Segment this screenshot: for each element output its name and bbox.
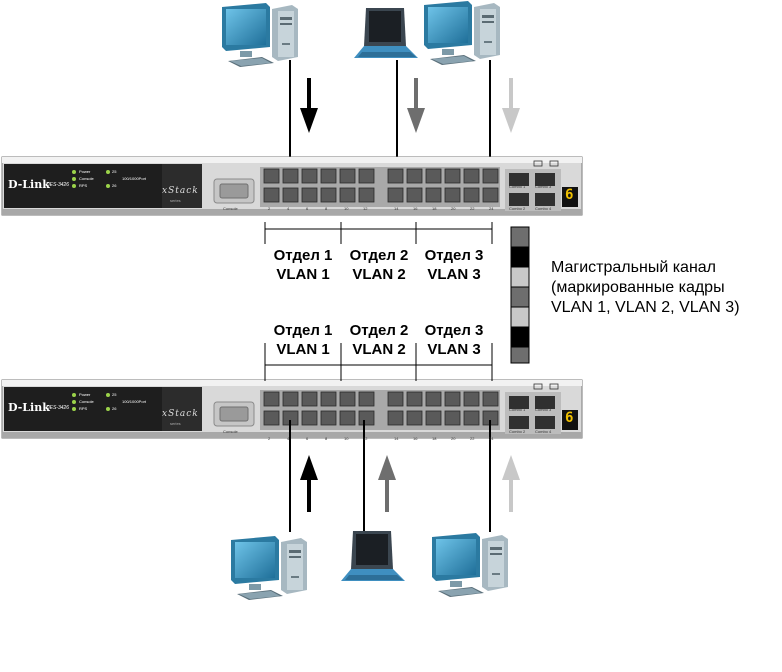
switch-bottom-brand: D-Link	[8, 401, 50, 414]
port-number: 12	[363, 206, 368, 211]
port-number: 2	[268, 206, 271, 211]
switch-top-model: DES-3426	[46, 182, 70, 188]
group-name: Отдел 2	[349, 322, 409, 339]
arrow-down-vlan3	[502, 78, 520, 133]
switch-top-series-sub: series	[170, 198, 181, 203]
switch-top-led-console: Console	[79, 176, 94, 181]
port-number: 18	[432, 436, 437, 441]
trunk-line-2: (маркированные кадры	[551, 279, 725, 296]
group-vlan: VLAN 1	[276, 341, 330, 358]
laptop-icon-bottom	[341, 531, 405, 581]
group-vlan: VLAN 2	[352, 266, 406, 283]
group-label-top-2: Отдел 2 VLAN 2	[341, 246, 417, 284]
port-number: 20	[451, 436, 456, 441]
group-label-bottom-1: Отдел 1 VLAN 1	[265, 321, 341, 359]
port-number: 8	[325, 436, 328, 441]
port-number: 12	[363, 436, 368, 441]
port-number: 4	[287, 436, 290, 441]
port-number: 6	[306, 206, 309, 211]
switch-bottom-model: DES-3426	[46, 405, 70, 411]
switch-top-series: xStack	[162, 186, 199, 196]
switch-top-combo3: Combo 3	[535, 184, 552, 189]
switch-bottom	[1, 379, 583, 439]
group-label-top-3: Отдел 3 VLAN 3	[416, 246, 492, 284]
switch-top-uplink-label: 100/1000Port	[122, 176, 147, 181]
pc-icon-top-right	[424, 1, 500, 65]
switch-bottom-console-label: Console	[223, 429, 238, 434]
group-name: Отдел 3	[424, 247, 484, 264]
laptop-icon-top	[354, 8, 418, 58]
port-number: 10	[344, 436, 349, 441]
switch-bottom-combo1: Combo 1	[509, 407, 526, 412]
arrow-up-vlan3	[502, 455, 520, 512]
arrow-down-vlan1	[300, 78, 318, 133]
port-number: 22	[470, 206, 475, 211]
group-vlan: VLAN 2	[352, 341, 406, 358]
trunk-line-3: VLAN 1, VLAN 2, VLAN 3)	[551, 299, 740, 316]
switch-top-combo4: Combo 4	[535, 206, 552, 211]
port-number: 20	[451, 206, 456, 211]
trunk-line-1: Магистральный канал	[551, 259, 717, 276]
switch-top-console-label: Console	[223, 206, 238, 211]
group-name: Отдел 2	[349, 247, 409, 264]
group-vlan: VLAN 1	[276, 266, 330, 283]
switch-top-combo1: Combo 1	[509, 184, 526, 189]
switch-bottom-led-rps: RPS	[79, 406, 88, 411]
port-number: 4	[287, 206, 290, 211]
vlan-bracket-bottom	[264, 343, 493, 381]
switch-top-combo2: Combo 2	[509, 206, 526, 211]
arrow-up-vlan2	[378, 455, 396, 512]
switch-bottom-stack-id: 6	[565, 410, 574, 426]
switch-bottom-combo2: Combo 2	[509, 429, 526, 434]
port-number: 10	[344, 206, 349, 211]
group-name: Отдел 1	[273, 322, 333, 339]
switch-bottom-series-sub: series	[170, 421, 181, 426]
port-number: 22	[470, 436, 475, 441]
pc-icon-bottom-right	[432, 533, 508, 597]
port-number: 14	[394, 436, 399, 441]
port-number: 24	[489, 206, 494, 211]
group-vlan: VLAN 3	[427, 341, 481, 358]
trunk-tagged-frames	[510, 226, 530, 364]
switch-bottom-led-console: Console	[79, 399, 94, 404]
group-label-bottom-3: Отдел 3 VLAN 3	[416, 321, 492, 359]
switch-bottom-series: xStack	[162, 409, 199, 419]
port-number: 16	[413, 206, 418, 211]
arrow-up-vlan1	[300, 455, 318, 512]
switch-top-led-26: 26	[112, 183, 117, 188]
port-number: 18	[432, 206, 437, 211]
pc-icon-top-left	[222, 3, 298, 67]
switch-top-led-25: 25	[112, 169, 117, 174]
port-number: 6	[306, 436, 309, 441]
switch-top-stack-id: 6	[565, 187, 574, 203]
vlan-bracket-top	[264, 222, 493, 244]
switch-top-brand: D-Link	[8, 178, 50, 191]
switch-bottom-led-26: 26	[112, 406, 117, 411]
switch-bottom-uplink-label: 100/1000Port	[122, 399, 147, 404]
group-vlan: VLAN 3	[427, 266, 481, 283]
switch-bottom-led-power: Power	[79, 392, 91, 397]
switch-top	[1, 156, 583, 216]
arrow-down-vlan2	[407, 78, 425, 133]
port-number: 14	[394, 206, 399, 211]
port-number: 8	[325, 206, 328, 211]
switch-top-led-rps: RPS	[79, 183, 88, 188]
group-name: Отдел 3	[424, 322, 484, 339]
pc-icon-bottom-left	[231, 536, 307, 600]
switch-top-led-power: Power	[79, 169, 91, 174]
group-name: Отдел 1	[273, 247, 333, 264]
switch-bottom-led-25: 25	[112, 392, 117, 397]
switch-bottom-combo3: Combo 3	[535, 407, 552, 412]
port-number: 24	[489, 436, 494, 441]
port-number: 16	[413, 436, 418, 441]
port-number: 2	[268, 436, 271, 441]
switch-bottom-combo4: Combo 4	[535, 429, 552, 434]
group-label-top-1: Отдел 1 VLAN 1	[265, 246, 341, 284]
trunk-description: Магистральный канал (маркированные кадры…	[551, 258, 740, 318]
group-label-bottom-2: Отдел 2 VLAN 2	[341, 321, 417, 359]
